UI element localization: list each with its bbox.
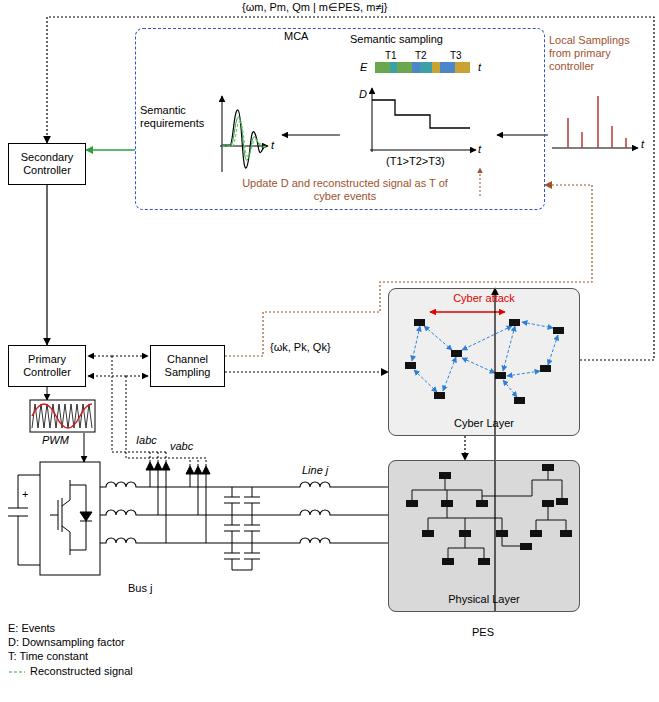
dc-capacitor (8, 475, 40, 565)
connector (46, 185, 47, 345)
legend-entry: Reconstructed signal (8, 665, 133, 678)
physical-fill (388, 460, 580, 612)
physical-tree (412, 470, 566, 558)
signal-name: Iabc (136, 434, 157, 447)
controller-box: Secondary Controller (8, 143, 86, 185)
node-title: Primary Controller (13, 353, 81, 379)
axis-label: t (478, 143, 481, 156)
filter-capacitors (224, 487, 260, 570)
flow-arrow (282, 135, 340, 136)
note-line: T: Time constant (8, 650, 88, 663)
connector (86, 149, 135, 151)
signal-name: PWM (42, 434, 69, 447)
plot-title: Semantic sampling (350, 33, 443, 46)
legend-text: Reconstructed signal (30, 665, 133, 678)
legend-line (9, 671, 25, 673)
node-title: Secondary Controller (13, 151, 81, 177)
physical-layer-panel: Physical Layer (388, 460, 580, 612)
update-note: Update D and reconstructed signal as T o… (235, 177, 455, 203)
current-sensors (146, 462, 170, 543)
voltage-sensors (186, 466, 210, 543)
legend-sample (8, 667, 26, 677)
connector (47, 17, 654, 360)
gate-arrow (84, 433, 85, 462)
cyber-layer-panel: Cyber attackCyber Layer (388, 288, 580, 436)
edge-label: {ωk, Pk, Qk} (268, 341, 333, 354)
time-constant: T2 (415, 49, 427, 62)
bus-name: Bus j (128, 582, 152, 595)
pwm-symbol (30, 400, 95, 432)
note-line: D: Downsampling factor (8, 636, 125, 649)
control-arrow (47, 387, 48, 400)
physical-nodes (406, 464, 572, 565)
downsampling-plot (370, 88, 476, 152)
inverter-symbol (40, 462, 100, 575)
plot-title: Semantic requirements (140, 104, 220, 130)
update-arrow (480, 168, 481, 196)
connector (464, 436, 465, 460)
axis-label: E (360, 61, 367, 74)
note-line: E: Events (8, 622, 55, 635)
cyber-nodes (405, 319, 564, 404)
axis-label: D (359, 88, 367, 101)
signal-name: vabc (170, 440, 193, 453)
axis-label: t (478, 61, 481, 74)
axis-label: t (271, 139, 274, 152)
relation-note: (T1>T2>T3) (386, 155, 445, 168)
polarity-mark: + (22, 488, 28, 501)
sampling-box: Channel Sampling (150, 345, 225, 387)
line-name: Line j (302, 464, 328, 477)
connector (225, 371, 388, 372)
event-bar (372, 62, 474, 73)
cyber-fill (388, 288, 580, 436)
flow-arrow (497, 135, 548, 136)
system-name: PES (472, 626, 494, 639)
connector (225, 185, 592, 356)
cyber-network (412, 322, 558, 397)
requirements-plot (220, 96, 268, 172)
attack-arrow (430, 311, 505, 312)
controller-box: Primary Controller (8, 345, 86, 387)
time-constant: T3 (450, 49, 462, 62)
edge-label: {ωm, Pm, Qm | m∈PES, m≠j} (240, 1, 389, 14)
connector (494, 288, 495, 612)
sampling-note: Local Samplings from primary controller (549, 34, 649, 73)
local-samplings-plot (552, 96, 638, 148)
node-title: Physical Layer (448, 593, 520, 606)
axis-label: t (641, 138, 644, 151)
node-caption: Cyber Layer (454, 417, 514, 430)
three-phase-lines (100, 482, 388, 543)
node-title: Channel Sampling (155, 353, 220, 379)
node-title: Cyber attack (453, 292, 515, 305)
time-constant: T1 (385, 49, 397, 62)
